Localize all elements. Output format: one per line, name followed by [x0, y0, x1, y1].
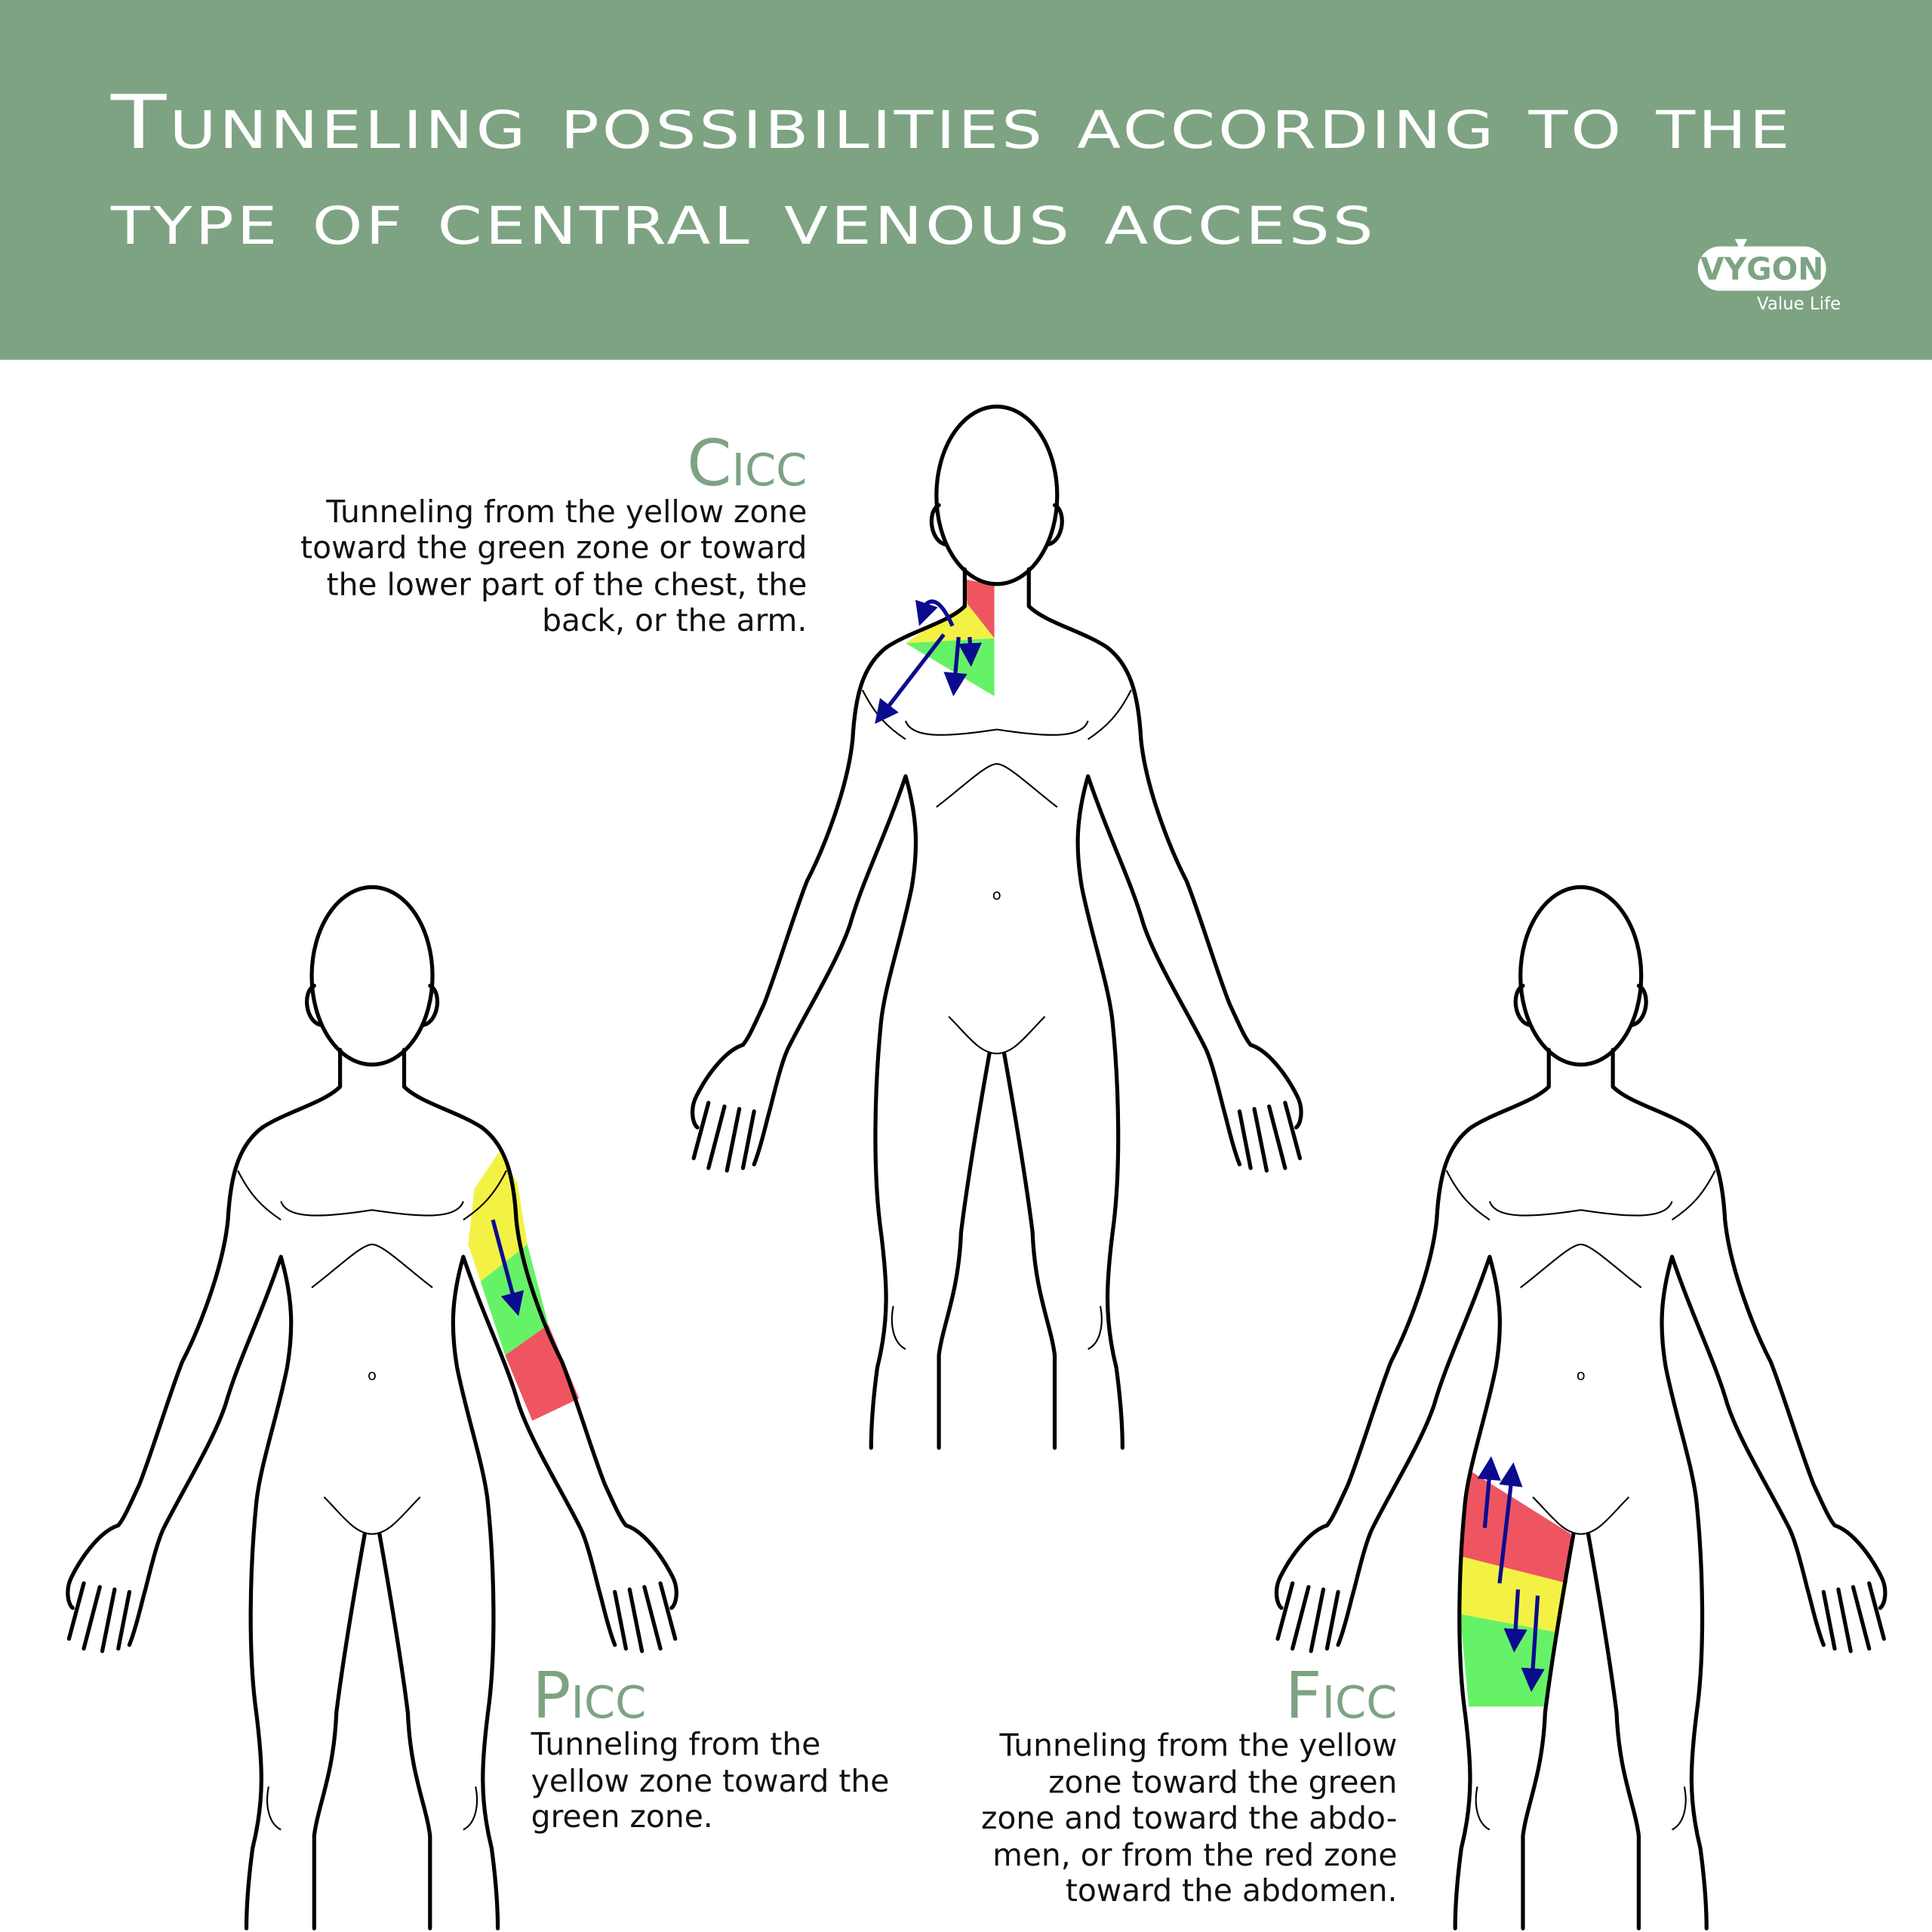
- cicc-text-line: Tunneling from the yellow zone: [325, 494, 807, 530]
- picc-text-line: yellow zone toward the: [531, 1763, 890, 1799]
- ficc-text-line: toward the abdomen.: [1066, 1872, 1398, 1909]
- cicc-text-line: toward the green zone or toward: [300, 530, 807, 566]
- picc-label: Picc Tunneling from the yellow zone towa…: [531, 1659, 890, 1835]
- yellow-zone: [1460, 1556, 1567, 1633]
- arrow: [875, 633, 946, 724]
- red-zone: [964, 579, 995, 638]
- body-figure-ficc: o: [1276, 888, 1884, 1929]
- arrow: [1497, 1462, 1523, 1584]
- cicc-text-line: the lower part of the chest, the: [327, 567, 808, 603]
- picc-text-line: Tunneling from the: [531, 1726, 821, 1762]
- arrow: [1521, 1595, 1545, 1692]
- body-figure-cicc: o: [693, 407, 1301, 1448]
- navel: o: [992, 886, 1001, 903]
- ficc-text-line: zone and toward the abdo-: [981, 1800, 1397, 1836]
- cicc-label: Cicc Tunneling from the yellow zone towa…: [300, 426, 807, 638]
- navel: o: [368, 1367, 377, 1384]
- arrow: [915, 599, 955, 627]
- ficc-text-line: Tunneling from the yellow: [999, 1727, 1398, 1764]
- body-figure-picc: o: [68, 888, 676, 1929]
- arrow: [1477, 1456, 1501, 1528]
- arrow: [958, 636, 982, 667]
- red-zone: [505, 1324, 580, 1421]
- vygon-logo: VYGON Value Life: [1697, 238, 1841, 314]
- ficc-title: Ficc: [1285, 1659, 1398, 1734]
- picc-title: Picc: [532, 1659, 646, 1734]
- cicc-title: Cicc: [687, 426, 807, 501]
- header-banner: [0, 0, 1932, 360]
- title-line-1: Tunneling possibilities according to the: [110, 80, 1793, 166]
- arrow: [943, 636, 968, 697]
- ficc-text-line: zone toward the green: [1048, 1764, 1397, 1801]
- title-line-2: type of central venous access: [110, 176, 1377, 262]
- arrow: [1503, 1589, 1527, 1653]
- logo-tagline: Value Life: [1757, 294, 1841, 314]
- ficc-label: Ficc Tunneling from the yellow zone towa…: [981, 1659, 1397, 1909]
- navel: o: [1577, 1367, 1586, 1384]
- logo-brand: VYGON: [1700, 251, 1823, 288]
- cicc-text-line: back, or the arm.: [542, 602, 807, 638]
- ficc-text-line: men, or from the red zone: [992, 1837, 1397, 1873]
- picc-text-line: green zone.: [531, 1798, 713, 1835]
- arrow: [491, 1219, 525, 1316]
